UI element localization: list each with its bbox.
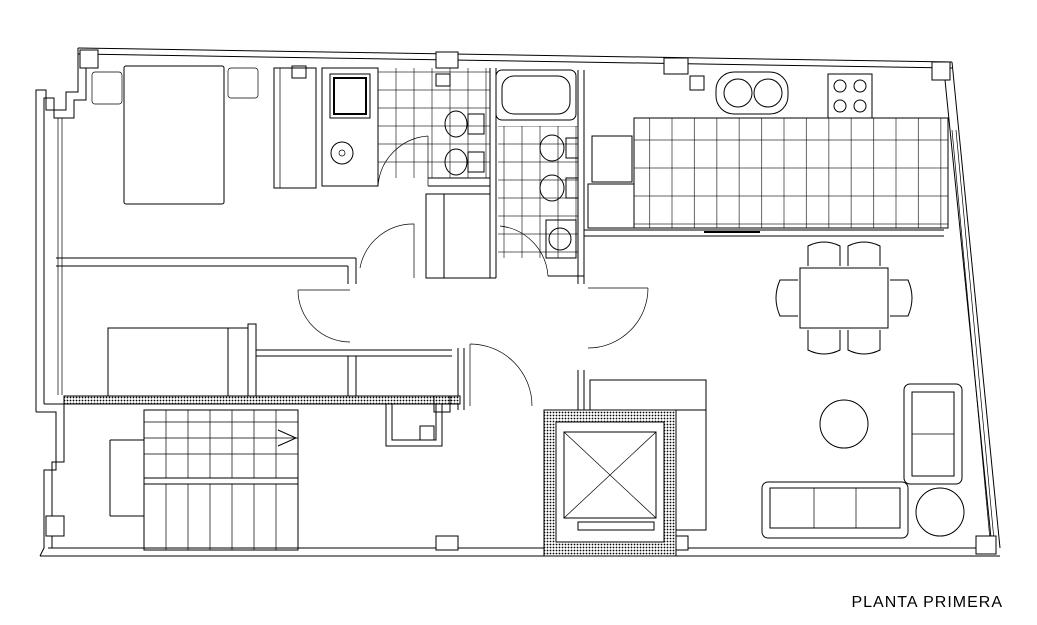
bedroom [56, 65, 357, 284]
outer-walls [35, 47, 1001, 557]
staircase [63, 395, 461, 551]
hall-doors [297, 287, 649, 410]
bathroom-1 [291, 65, 497, 278]
bathroom-2 [495, 69, 585, 284]
kitchen [584, 71, 949, 237]
closet [359, 193, 496, 279]
living-room [761, 241, 965, 539]
lift-core [543, 370, 707, 557]
drawing-caption: PLANTA PRIMERA [851, 594, 1003, 611]
bedroom-2 [107, 323, 452, 397]
